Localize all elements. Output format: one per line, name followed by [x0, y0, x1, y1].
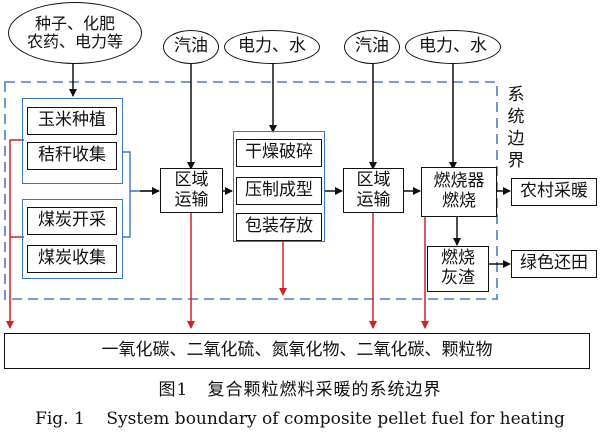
boundary-char-4: 界	[507, 151, 525, 171]
input-power-water-1-oval: 电力、水	[224, 30, 320, 64]
processing-group	[233, 131, 325, 242]
pack-store-box: 包装存放	[236, 213, 322, 241]
input-power-water-2-oval: 电力、水	[405, 30, 501, 64]
input-seed-fertilizer-oval: 种子、化肥 农药、电力等	[8, 2, 142, 64]
coal-group-bracket	[122, 191, 131, 238]
boundary-char-3: 边	[507, 129, 525, 149]
coal-collection-box: 煤炭收集	[27, 245, 117, 273]
dry-crush-box: 干燥破碎	[236, 139, 322, 167]
combustion-ash-box: 燃烧 灰渣	[427, 246, 489, 292]
regional-transport-2-box: 区域 运输	[343, 168, 404, 213]
boundary-char-2: 统	[507, 107, 525, 127]
straw-group-bracket	[122, 151, 154, 192]
figure-caption-en: Fig. 1 System boundary of composite pell…	[35, 409, 565, 429]
straw-collection-box: 秸秆收集	[27, 142, 117, 170]
input-gasoline-1-oval: 汽油	[163, 30, 219, 64]
regional-transport-1-box: 区域 运输	[160, 168, 223, 213]
corn-planting-box: 玉米种植	[27, 107, 117, 135]
green-return-box: 绿色还田	[511, 250, 597, 278]
emissions-box: 一氧化碳、二氧化硫、氮氧化物、二氧化碳、颗粒物	[4, 333, 590, 369]
figure-caption-cn: 图1 复合颗粒燃料采暖的系统边界	[158, 380, 442, 400]
straw-group	[22, 98, 123, 184]
emission-line-left	[6, 139, 24, 329]
press-form-box: 压制成型	[236, 177, 322, 205]
input-gasoline-2-oval: 汽油	[344, 30, 400, 64]
burner-combustion-box: 燃烧器 燃烧	[421, 167, 497, 217]
coal-mining-box: 煤炭开采	[27, 207, 117, 235]
rural-heating-box: 农村采暖	[511, 178, 597, 206]
boundary-char-1: 系	[507, 85, 525, 105]
coal-group	[22, 199, 123, 279]
